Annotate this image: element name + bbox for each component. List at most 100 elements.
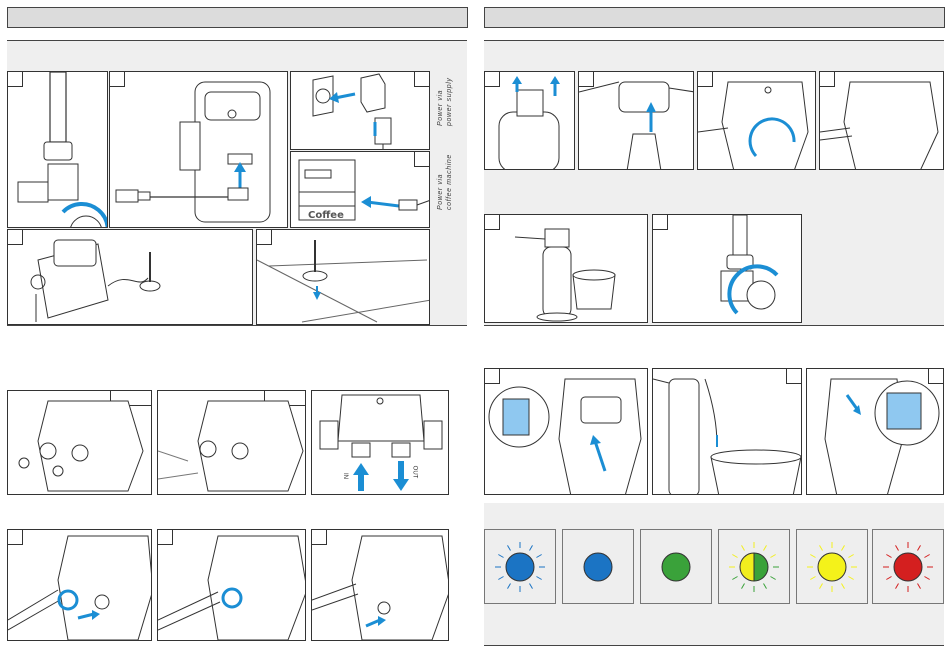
led-indicator-icon (873, 530, 943, 603)
panel-hoses-ready (157, 390, 306, 495)
led-ray (498, 555, 503, 558)
led-ray (886, 555, 891, 558)
led-ray (918, 545, 921, 550)
left-header-bar (7, 7, 468, 28)
led-ray (732, 577, 737, 580)
filter-cap-illustration (485, 72, 575, 170)
led-ray (918, 583, 921, 588)
led-indicator-icon (719, 530, 789, 603)
led-dot (584, 553, 612, 581)
wall-plug-illustration (291, 72, 430, 150)
led-tile-yellow-green-pulsing (718, 529, 790, 604)
panel-open-valve (7, 71, 108, 228)
led-ray (842, 545, 845, 550)
panel-locked (819, 71, 944, 170)
panel-rotate-lock (697, 71, 816, 170)
panel-antenna-place (256, 229, 430, 325)
led-indicator-icon (563, 530, 633, 603)
led-ray (896, 583, 899, 588)
antenna-illustration (8, 230, 253, 325)
led-ray (842, 583, 845, 588)
led-tile-green-steady (640, 529, 712, 604)
panel-open-valve-2 (652, 214, 802, 323)
panel-insert-filter (578, 71, 694, 170)
open-valve-2-illustration (653, 215, 802, 323)
panel-antenna-connect (7, 229, 253, 325)
led-ray (530, 545, 533, 550)
panel-connect-usb (109, 71, 288, 228)
led-ray (810, 577, 815, 580)
antenna-placement-illustration (257, 230, 430, 325)
insert-filter-illustration (579, 72, 694, 170)
rotate-lock-illustration (698, 72, 816, 170)
led-ray (820, 545, 823, 550)
power-supply-label-line2: power supply (445, 78, 454, 126)
led-ray (820, 583, 823, 588)
panel-display-close (806, 368, 944, 495)
display-close-illustration (807, 369, 944, 495)
panel-power-supply (290, 71, 430, 150)
led-ray (764, 583, 767, 588)
attach-outlet-illustration (312, 530, 449, 641)
led-ray (924, 555, 929, 558)
power-machine-label: Power via coffee machine (436, 154, 454, 210)
power-supply-label: Power via power supply (436, 78, 454, 126)
panel-display-check (484, 368, 648, 495)
device-usb-illustration (110, 72, 288, 228)
led-ray (742, 545, 745, 550)
led-ray (732, 555, 737, 558)
led-ray (770, 577, 775, 580)
coffee-text: Coffee (308, 210, 344, 221)
panel-flush-water (652, 368, 802, 495)
led-tile-red-pulsing (872, 529, 944, 604)
out-label: OUT (411, 466, 417, 479)
led-ray (530, 583, 533, 588)
led-ray (508, 545, 511, 550)
led-ray (770, 555, 775, 558)
led-tile-blue-pulsing (484, 529, 556, 604)
in-label: IN (342, 473, 348, 479)
led-half-left (740, 553, 754, 581)
led-ray (536, 577, 541, 580)
panel-attach-hose-3 (311, 529, 449, 641)
led-dot (818, 553, 846, 581)
flush-water-illustration (653, 369, 802, 495)
led-half-right (754, 553, 768, 581)
hoses-illustration (158, 391, 306, 495)
led-dot (662, 553, 690, 581)
led-ray (924, 577, 929, 580)
led-ray (764, 545, 767, 550)
power-supply-label-line1: Power via (436, 78, 445, 126)
right-bottom-rule (484, 645, 944, 646)
led-ray (848, 577, 853, 580)
led-ray (508, 583, 511, 588)
attach-hose-illustration (8, 530, 152, 641)
led-ray (886, 577, 891, 580)
led-dot (894, 553, 922, 581)
led-ray (536, 555, 541, 558)
tighten-hose-illustration (158, 530, 306, 641)
led-ray (896, 545, 899, 550)
panel-attach-hose-2 (157, 529, 306, 641)
led-dot (506, 553, 534, 581)
panel-in-out: IN OUT (311, 390, 449, 495)
led-ray (742, 583, 745, 588)
power-machine-label-line2: coffee machine (445, 154, 454, 210)
led-indicator-icon (641, 530, 711, 603)
caps-illustration (8, 391, 152, 495)
valve-illustration (8, 72, 108, 228)
led-tile-blue-steady (562, 529, 634, 604)
led-ray (498, 577, 503, 580)
panel-caps-removed (7, 390, 152, 495)
flush-bucket-illustration (485, 215, 648, 323)
panel-attach-hose-1 (7, 529, 152, 641)
right-mid-rule (484, 325, 944, 326)
led-ray (848, 555, 853, 558)
panel-filter-cap (484, 71, 575, 170)
locked-illustration (820, 72, 944, 170)
led-indicator-icon (797, 530, 867, 603)
power-machine-label-line1: Power via (436, 154, 445, 210)
left-mid-rule (7, 325, 467, 326)
led-indicator-icon (485, 530, 555, 603)
in-out-illustration (312, 391, 449, 495)
